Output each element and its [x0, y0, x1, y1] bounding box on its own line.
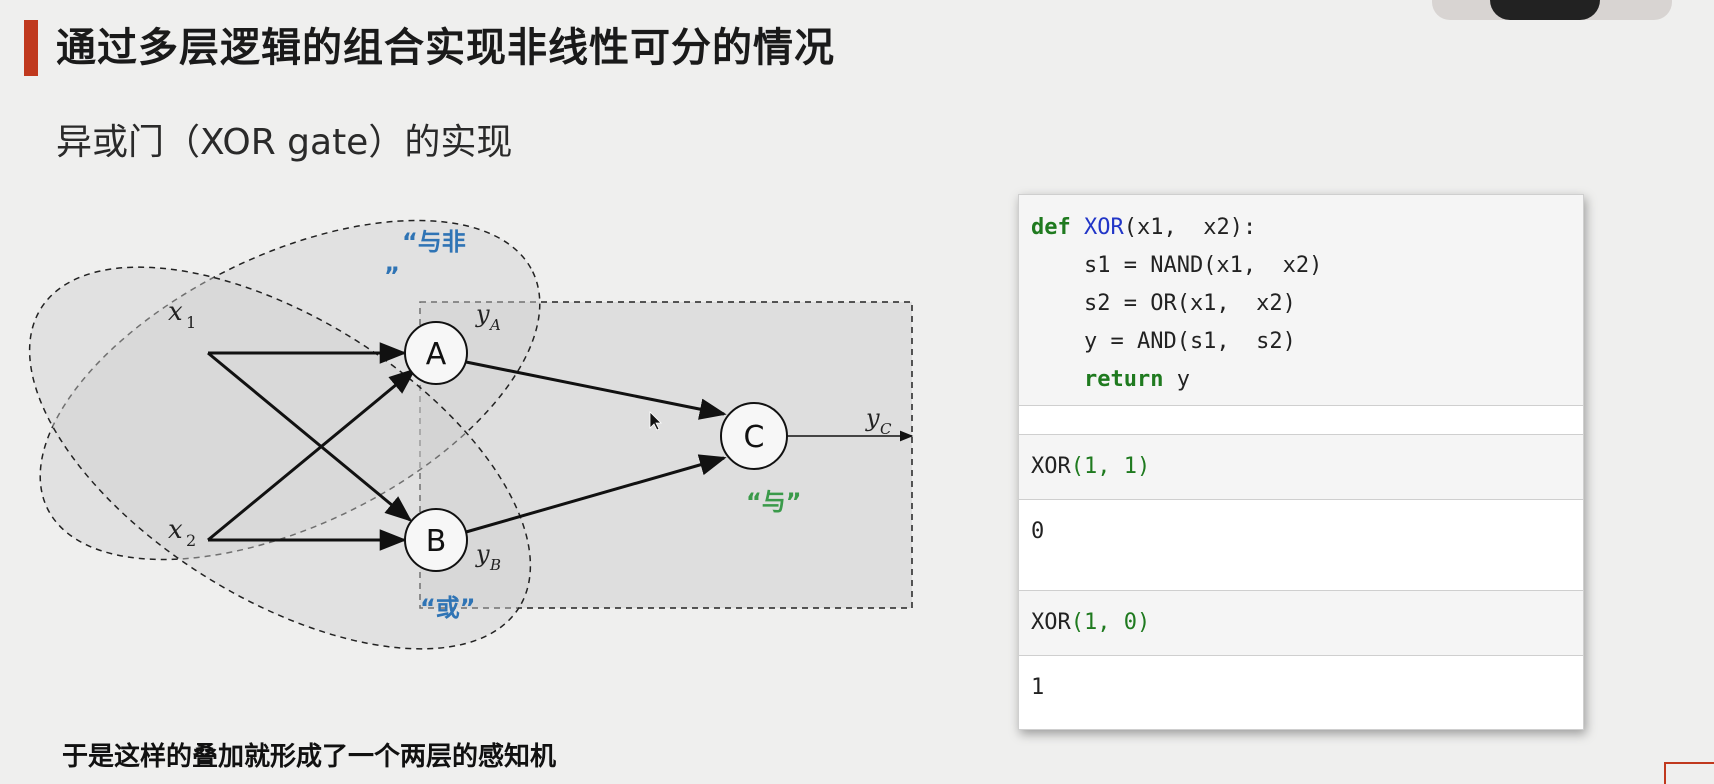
input-x1-label: x	[168, 297, 183, 327]
code-cell-xor-1-1[interactable]: XOR(1, 1)	[1019, 435, 1583, 500]
output-value: 0	[1031, 519, 1045, 544]
code-line-s2: s2 = OR(x1, x2)	[1031, 291, 1296, 316]
output-value: 1	[1031, 675, 1045, 700]
def-keyword: def	[1031, 215, 1071, 240]
slide-title: 通过多层逻辑的组合实现非线性可分的情况	[56, 25, 835, 71]
call-fn: XOR	[1031, 454, 1071, 479]
return-value: y	[1163, 367, 1190, 392]
node-b	[404, 508, 468, 572]
function-name: XOR	[1084, 215, 1124, 240]
node-c	[720, 402, 788, 470]
input-x1-sub: 1	[186, 313, 196, 332]
mouse-cursor-icon	[649, 411, 662, 431]
output-cell-xor-1-1: 0	[1019, 500, 1583, 591]
slide-subtitle: 异或门（XOR gate）的实现	[56, 122, 513, 163]
edge-x1-b	[207, 351, 413, 522]
input-x2-label: x	[168, 515, 183, 545]
node-a-label: A	[426, 337, 447, 372]
call-fn: XOR	[1031, 610, 1071, 635]
node-c-label: C	[744, 420, 765, 455]
and-region-box	[419, 301, 913, 609]
node-a	[404, 321, 468, 385]
return-keyword: return	[1083, 367, 1164, 392]
nand-region-label-close: ”	[384, 262, 400, 290]
xor-perceptron-diagram: A B C x 1 x 2 y A y B y C “与非 ” “或” “与”	[28, 219, 914, 650]
code-cell-def-xor[interactable]: def XOR(x1, x2): s1 = NAND(x1, x2) s2 = …	[1019, 195, 1583, 406]
call-args: (1, 1)	[1070, 454, 1151, 479]
output-yc-sub: C	[880, 420, 892, 438]
or-region-label: “或”	[420, 594, 476, 622]
function-signature: (x1, x2):	[1123, 215, 1257, 240]
edge-b-c	[465, 454, 727, 534]
call-expression: XOR(1, 0)	[1031, 610, 1150, 635]
edge-x2-a	[207, 368, 417, 542]
code-line-y: y = AND(s1, s2)	[1031, 329, 1296, 354]
empty-cell[interactable]	[1019, 406, 1583, 435]
node-b-label: B	[426, 524, 447, 559]
code-cell-xor-1-0[interactable]: XOR(1, 0)	[1019, 591, 1583, 656]
edge-a-c	[465, 360, 727, 420]
and-region-label: “与”	[746, 488, 802, 516]
output-yc-label: y	[865, 404, 880, 432]
or-region	[28, 266, 532, 650]
xor-function-code: def XOR(x1, x2): s1 = NAND(x1, x2) s2 = …	[1031, 209, 1322, 399]
corner-marker	[1664, 762, 1714, 784]
output-ya-label: y	[475, 300, 490, 328]
code-line-s1: s1 = NAND(x1, x2)	[1031, 253, 1323, 278]
call-expression: XOR(1, 1)	[1031, 454, 1150, 479]
jupyter-notebook-panel: def XOR(x1, x2): s1 = NAND(x1, x2) s2 = …	[1018, 194, 1584, 730]
output-yb-label: y	[475, 540, 490, 568]
output-yb-sub: B	[489, 556, 501, 574]
nand-region	[39, 219, 541, 561]
nand-region-label: “与非	[402, 228, 466, 256]
bottom-caption: 于是这样的叠加就形成了一个两层的感知机	[62, 742, 557, 772]
title-accent-bar	[24, 20, 38, 76]
output-ya-sub: A	[488, 316, 501, 334]
input-x2-sub: 2	[186, 531, 196, 550]
output-cell-xor-1-0: 1	[1019, 656, 1583, 728]
call-args: (1, 0)	[1070, 610, 1151, 635]
presenter-webcam-figure	[1490, 0, 1600, 20]
